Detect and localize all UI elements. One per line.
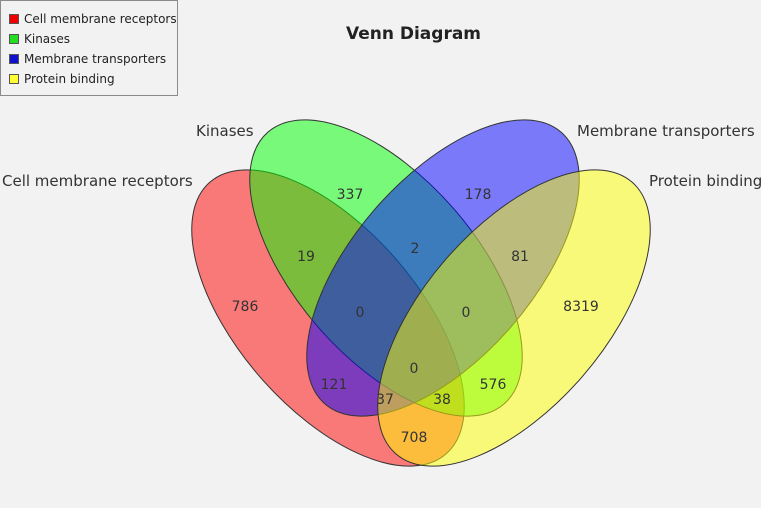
count-cmr-kin: 19: [297, 249, 315, 265]
count-pb-only: 8319: [563, 299, 599, 315]
count-kin-mt-pb: 0: [462, 305, 471, 321]
set-label-membrane-transporters: Membrane transporters: [577, 122, 755, 140]
count-cmr-kin-mt: 0: [356, 305, 365, 321]
legend-swatch-blue: [9, 54, 19, 64]
count-kin-pb: 576: [480, 377, 507, 393]
legend-swatch-yellow: [9, 74, 19, 84]
legend-item-protein-binding: Protein binding: [9, 71, 115, 87]
set-label-cell-membrane-receptors: Cell membrane receptors: [2, 172, 193, 190]
set-label-kinases: Kinases: [196, 122, 254, 140]
count-cmr-kin-pb: 38: [433, 392, 451, 408]
diagram-title: Venn Diagram: [345, 24, 482, 44]
count-cmr-mt: 121: [321, 377, 348, 393]
legend-label: Protein binding: [24, 72, 115, 86]
legend: Cell membrane receptors Kinases Membrane…: [0, 0, 178, 96]
ellipse-protein-binding: [377, 169, 651, 467]
legend-item-kinases: Kinases: [9, 31, 70, 47]
legend-label: Cell membrane receptors: [24, 12, 177, 26]
legend-item-cell-membrane-receptors: Cell membrane receptors: [9, 11, 177, 27]
count-kin-only: 337: [337, 187, 364, 203]
legend-label: Membrane transporters: [24, 52, 167, 66]
count-mt-pb: 81: [511, 249, 529, 265]
count-all-four: 0: [410, 361, 419, 377]
legend-swatch-green: [9, 34, 19, 44]
count-kin-mt: 2: [411, 241, 420, 257]
count-cmr-only: 786: [232, 299, 259, 315]
count-cmr-pb: 708: [401, 430, 428, 446]
legend-swatch-red: [9, 14, 19, 24]
legend-item-membrane-transporters: Membrane transporters: [9, 51, 166, 67]
count-mt-only: 178: [465, 187, 492, 203]
legend-label: Kinases: [24, 32, 71, 46]
set-label-protein-binding: Protein binding: [649, 172, 761, 190]
count-cmr-mt-pb: 37: [376, 392, 394, 408]
